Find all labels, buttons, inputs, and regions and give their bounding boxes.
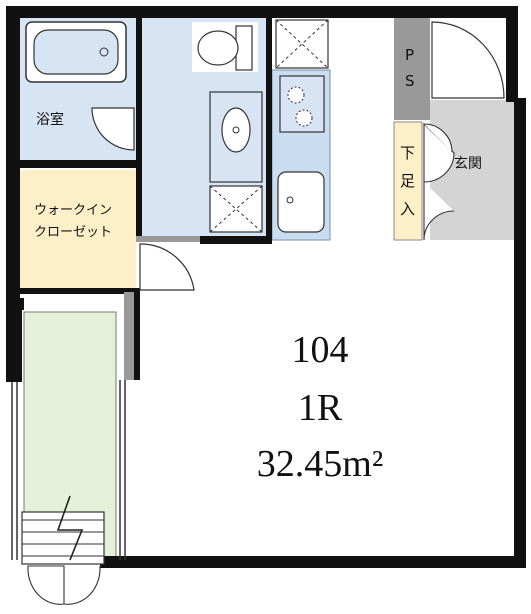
washbasin-icon <box>209 91 263 183</box>
column-grey <box>124 292 134 380</box>
pipe-space <box>394 18 430 120</box>
unit-layout: 1R <box>298 387 343 429</box>
balcony-rails <box>11 380 126 560</box>
ps-label-s: S <box>405 72 415 90</box>
closet-label-line2: クローゼット <box>34 225 112 240</box>
bathtub-icon <box>25 21 127 83</box>
refrigerator-space-icon <box>275 19 329 69</box>
shoe-label-1: 下 <box>400 144 415 162</box>
entrance-door-swing-icon <box>431 21 505 99</box>
stove-burner-icon <box>279 75 325 133</box>
closet-label-line1: ウォークイン <box>34 203 112 218</box>
bath-door-swing-icon <box>91 107 135 151</box>
closet-door-frame <box>136 236 200 242</box>
unit-number: 104 <box>292 329 349 371</box>
toilet-icon <box>192 22 258 72</box>
closet-door-swing-icon <box>139 243 195 291</box>
kitchen-sink-icon <box>277 171 325 233</box>
unit-area: 32.45m² <box>257 443 383 485</box>
entrance-label: 玄関 <box>454 155 482 172</box>
washing-machine-pan-icon <box>209 185 263 233</box>
walk-in-closet-area <box>20 170 136 290</box>
shoe-cabinet <box>393 121 423 241</box>
shoe-cabinet-door-swings <box>423 122 455 241</box>
bathroom-label: 浴室 <box>36 111 64 128</box>
shoe-label-3: 入 <box>400 200 415 218</box>
ps-label-p: P <box>405 46 414 64</box>
balcony-door-icon <box>21 495 105 605</box>
shoe-label-2: 足 <box>400 172 415 190</box>
